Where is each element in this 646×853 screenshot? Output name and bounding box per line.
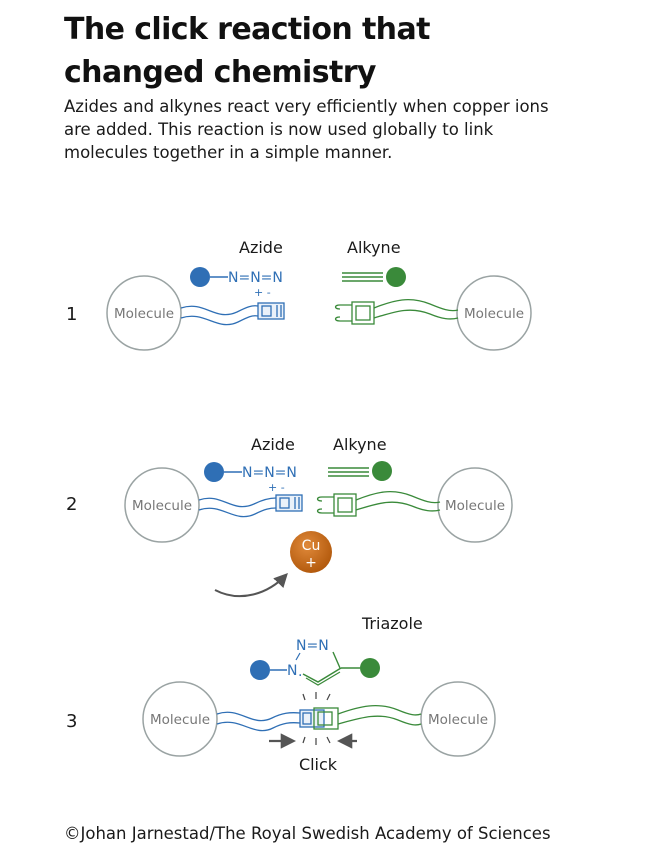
subtitle-line-3: molecules together in a simple manner. bbox=[64, 143, 393, 162]
alkyne-label-1: Alkyne bbox=[347, 238, 401, 257]
clicked-buckle bbox=[299, 707, 339, 730]
step-number-3: 3 bbox=[66, 711, 77, 732]
azide-atom-2 bbox=[204, 462, 224, 482]
left-molecule-2 bbox=[124, 467, 200, 543]
click-burst bbox=[302, 692, 331, 745]
step-number-1: 1 bbox=[66, 304, 77, 325]
triazole-ring-dot: . bbox=[298, 664, 302, 680]
triazole-ring-left: N bbox=[287, 663, 297, 679]
azide-buckle-2 bbox=[275, 494, 303, 512]
title-line-2: changed chemistry bbox=[64, 55, 376, 90]
triazole-ring-carbons bbox=[302, 667, 342, 683]
copper-add-arrow bbox=[214, 572, 288, 598]
figure-subtitle: Azides and alkynes react very efficientl… bbox=[64, 95, 624, 164]
azide-formula-1: N=N=N bbox=[228, 270, 283, 286]
alkyne-label-2: Alkyne bbox=[333, 435, 387, 454]
triazole-ring-double-bond bbox=[305, 671, 341, 686]
triazole-ring-top: N=N bbox=[296, 638, 329, 654]
azide-charges-1: + - bbox=[254, 286, 271, 299]
azide-linker-1 bbox=[180, 305, 259, 326]
right-molecule-label-2: Molecule bbox=[445, 498, 505, 514]
right-molecule-1 bbox=[456, 275, 532, 351]
azide-atom-1 bbox=[190, 267, 210, 287]
alkyne-atom-2 bbox=[372, 461, 392, 481]
azide-linker-3 bbox=[216, 711, 301, 732]
step-number-2: 2 bbox=[66, 494, 77, 515]
step-3: 3 Triazole N=N N . Molecule Molecule bbox=[66, 614, 496, 774]
subtitle-line-2: are added. This reaction is now used glo… bbox=[64, 120, 494, 139]
right-molecule-label-1: Molecule bbox=[464, 306, 524, 322]
alkyne-linker-3 bbox=[337, 704, 422, 726]
triazole-bond-nc bbox=[332, 651, 341, 669]
triazole-label: Triazole bbox=[361, 614, 423, 633]
step-2: 2 Azide Alkyne N=N=N + - Molecule Molecu… bbox=[66, 435, 513, 598]
subtitle-line-1: Azides and alkynes react very efficientl… bbox=[64, 97, 549, 116]
left-molecule-label-3: Molecule bbox=[150, 712, 210, 728]
alkyne-atom-1 bbox=[386, 267, 406, 287]
alkyne-plug-2 bbox=[316, 493, 357, 517]
azide-label-1: Azide bbox=[239, 238, 283, 257]
title-line-1: The click reaction that bbox=[64, 12, 430, 47]
copper-ion-label: Cu bbox=[302, 538, 321, 554]
triazole-alkyne-atom bbox=[360, 658, 380, 678]
azide-buckle-1 bbox=[257, 302, 285, 320]
left-molecule-label-1: Molecule bbox=[114, 306, 174, 322]
click-label: Click bbox=[299, 755, 338, 774]
azide-label-2: Azide bbox=[251, 435, 295, 454]
alkyne-linker-2 bbox=[355, 490, 441, 512]
right-molecule-label-3: Molecule bbox=[428, 712, 488, 728]
right-molecule-2 bbox=[437, 467, 513, 543]
triazole-bond-nn bbox=[295, 652, 301, 661]
azide-formula-2: N=N=N bbox=[242, 465, 297, 481]
left-molecule-label-2: Molecule bbox=[132, 498, 192, 514]
azide-linker-2 bbox=[198, 497, 277, 518]
left-molecule-1 bbox=[106, 275, 182, 351]
azide-charges-2: + - bbox=[268, 481, 285, 494]
image-credit: ©Johan Jarnestad/The Royal Swedish Acade… bbox=[64, 824, 551, 843]
figure-title: The click reaction that changed chemistr… bbox=[64, 8, 624, 94]
alkyne-linker-1 bbox=[373, 298, 459, 320]
copper-ion bbox=[290, 531, 332, 573]
left-molecule-3 bbox=[142, 681, 218, 757]
step-1: 1 Azide Alkyne N=N=N + - Molecule Molecu… bbox=[66, 238, 532, 351]
right-molecule-3 bbox=[420, 681, 496, 757]
triazole-azide-atom bbox=[250, 660, 270, 680]
alkyne-plug-1 bbox=[334, 301, 375, 325]
copper-ion-charge: + bbox=[305, 555, 317, 571]
